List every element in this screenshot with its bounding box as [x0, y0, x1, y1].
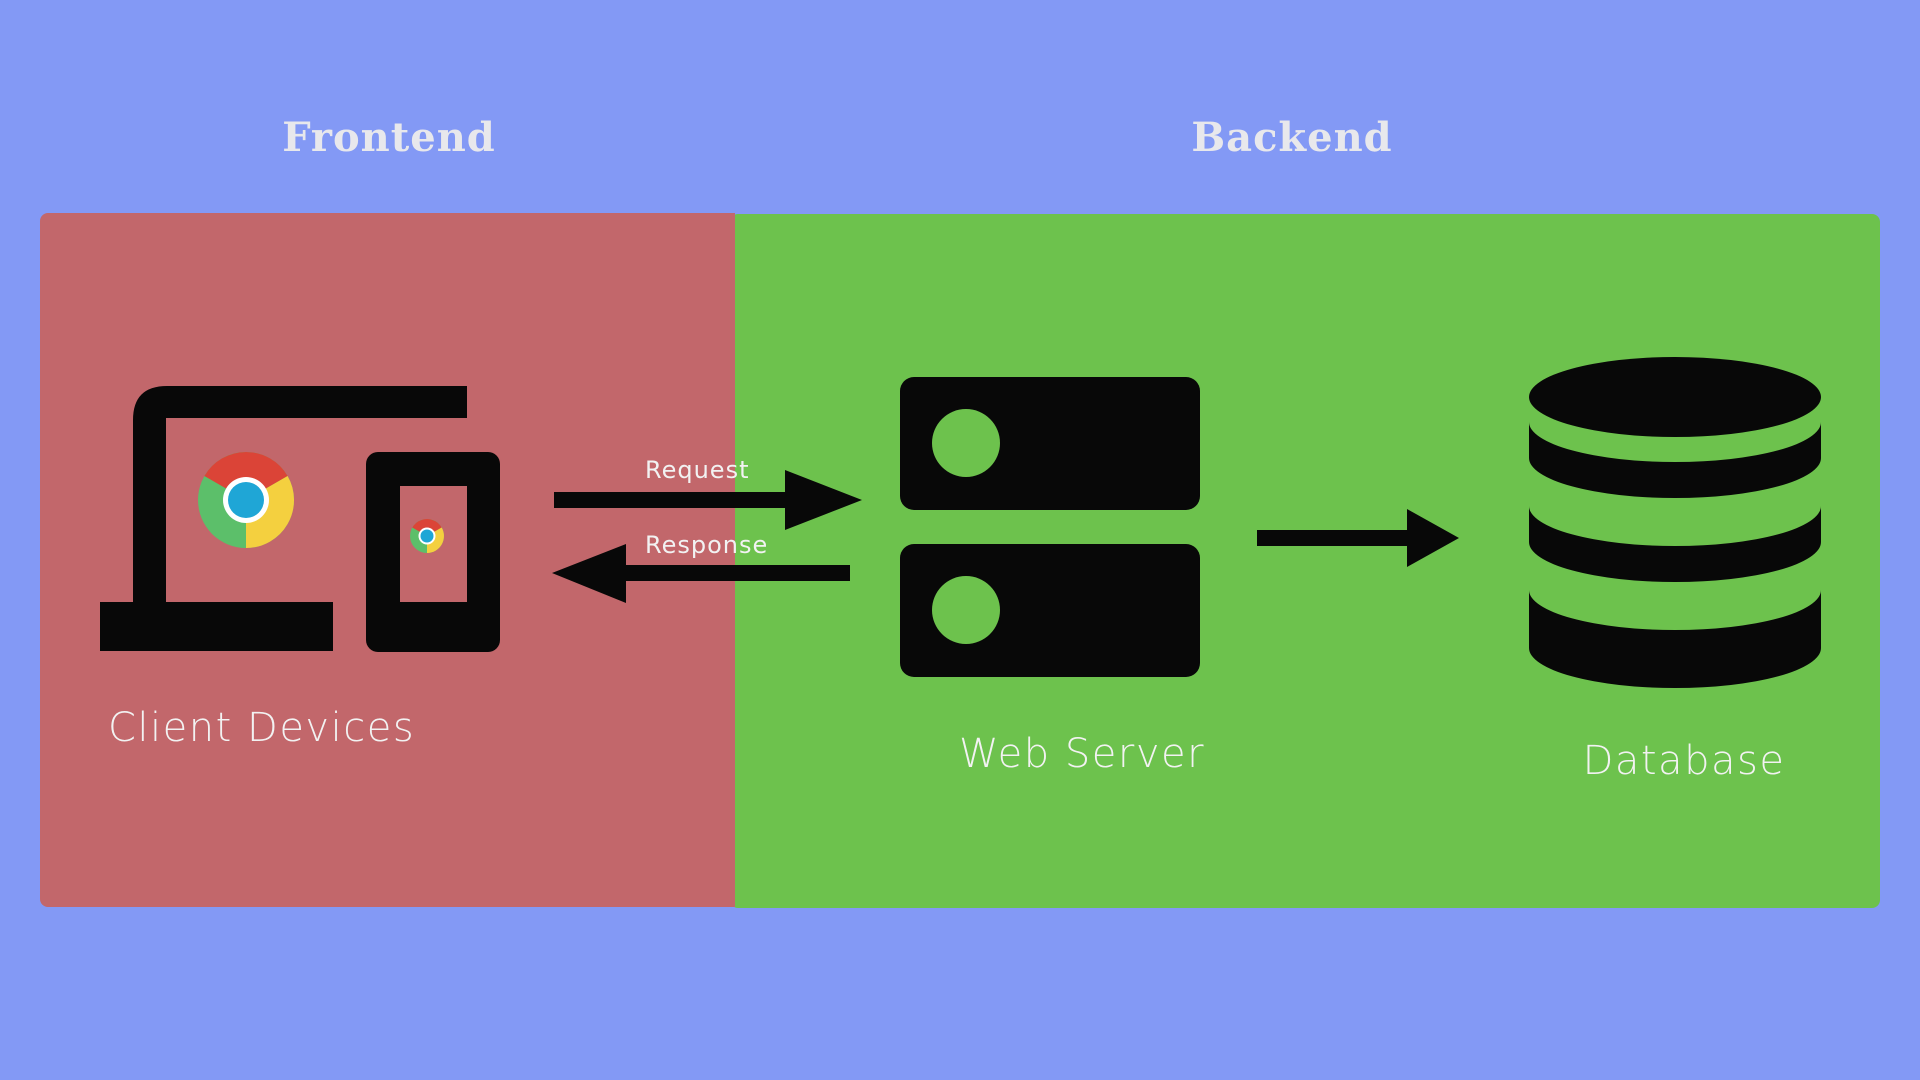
request-label: Request	[645, 456, 750, 484]
server-label: Web Server	[959, 731, 1205, 777]
backend-heading: Backend	[1191, 114, 1392, 161]
server-rack-icon	[900, 377, 1200, 677]
chrome-logo-small-icon	[410, 519, 444, 553]
response-label: Response	[645, 531, 768, 559]
server-to-database-arrow	[1257, 509, 1459, 567]
frontend-panel-edge	[700, 213, 735, 907]
frontend-heading: Frontend	[282, 114, 496, 161]
laptop-phone-chrome-icon	[100, 386, 500, 652]
response-arrow	[552, 544, 850, 603]
chrome-logo-icon	[198, 451, 295, 548]
phone-icon	[366, 452, 500, 652]
client-label: Client Devices	[108, 705, 415, 751]
server-led-top	[932, 409, 1000, 477]
laptop-icon	[100, 386, 467, 651]
database-label: Database	[1583, 738, 1786, 784]
request-arrow	[554, 470, 862, 530]
database-cylinder-icon	[1529, 357, 1821, 688]
server-led-bottom	[932, 576, 1000, 644]
